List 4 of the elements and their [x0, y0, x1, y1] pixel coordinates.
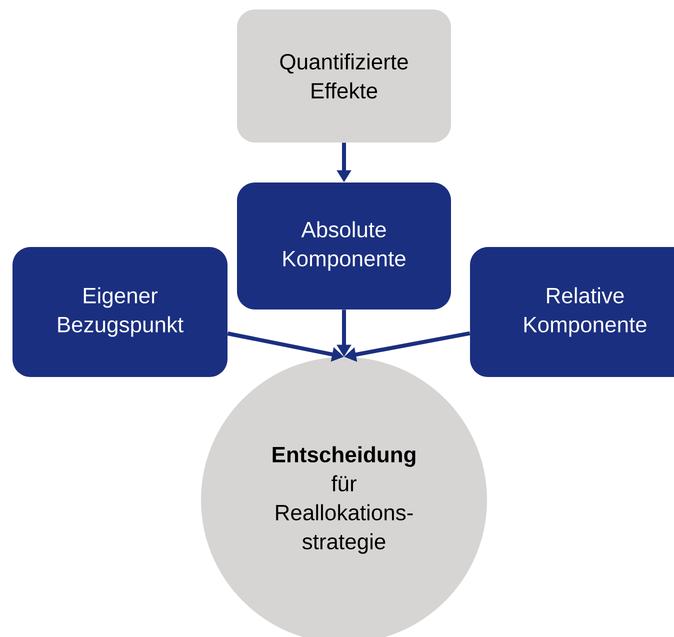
component-box: Eigener Bezugspunkt	[12, 247, 228, 377]
effect-box: Quantifizierte Effekte	[237, 10, 451, 142]
component-box: Absolute Komponente	[237, 182, 451, 310]
component-box: Relative Komponente	[470, 247, 674, 377]
